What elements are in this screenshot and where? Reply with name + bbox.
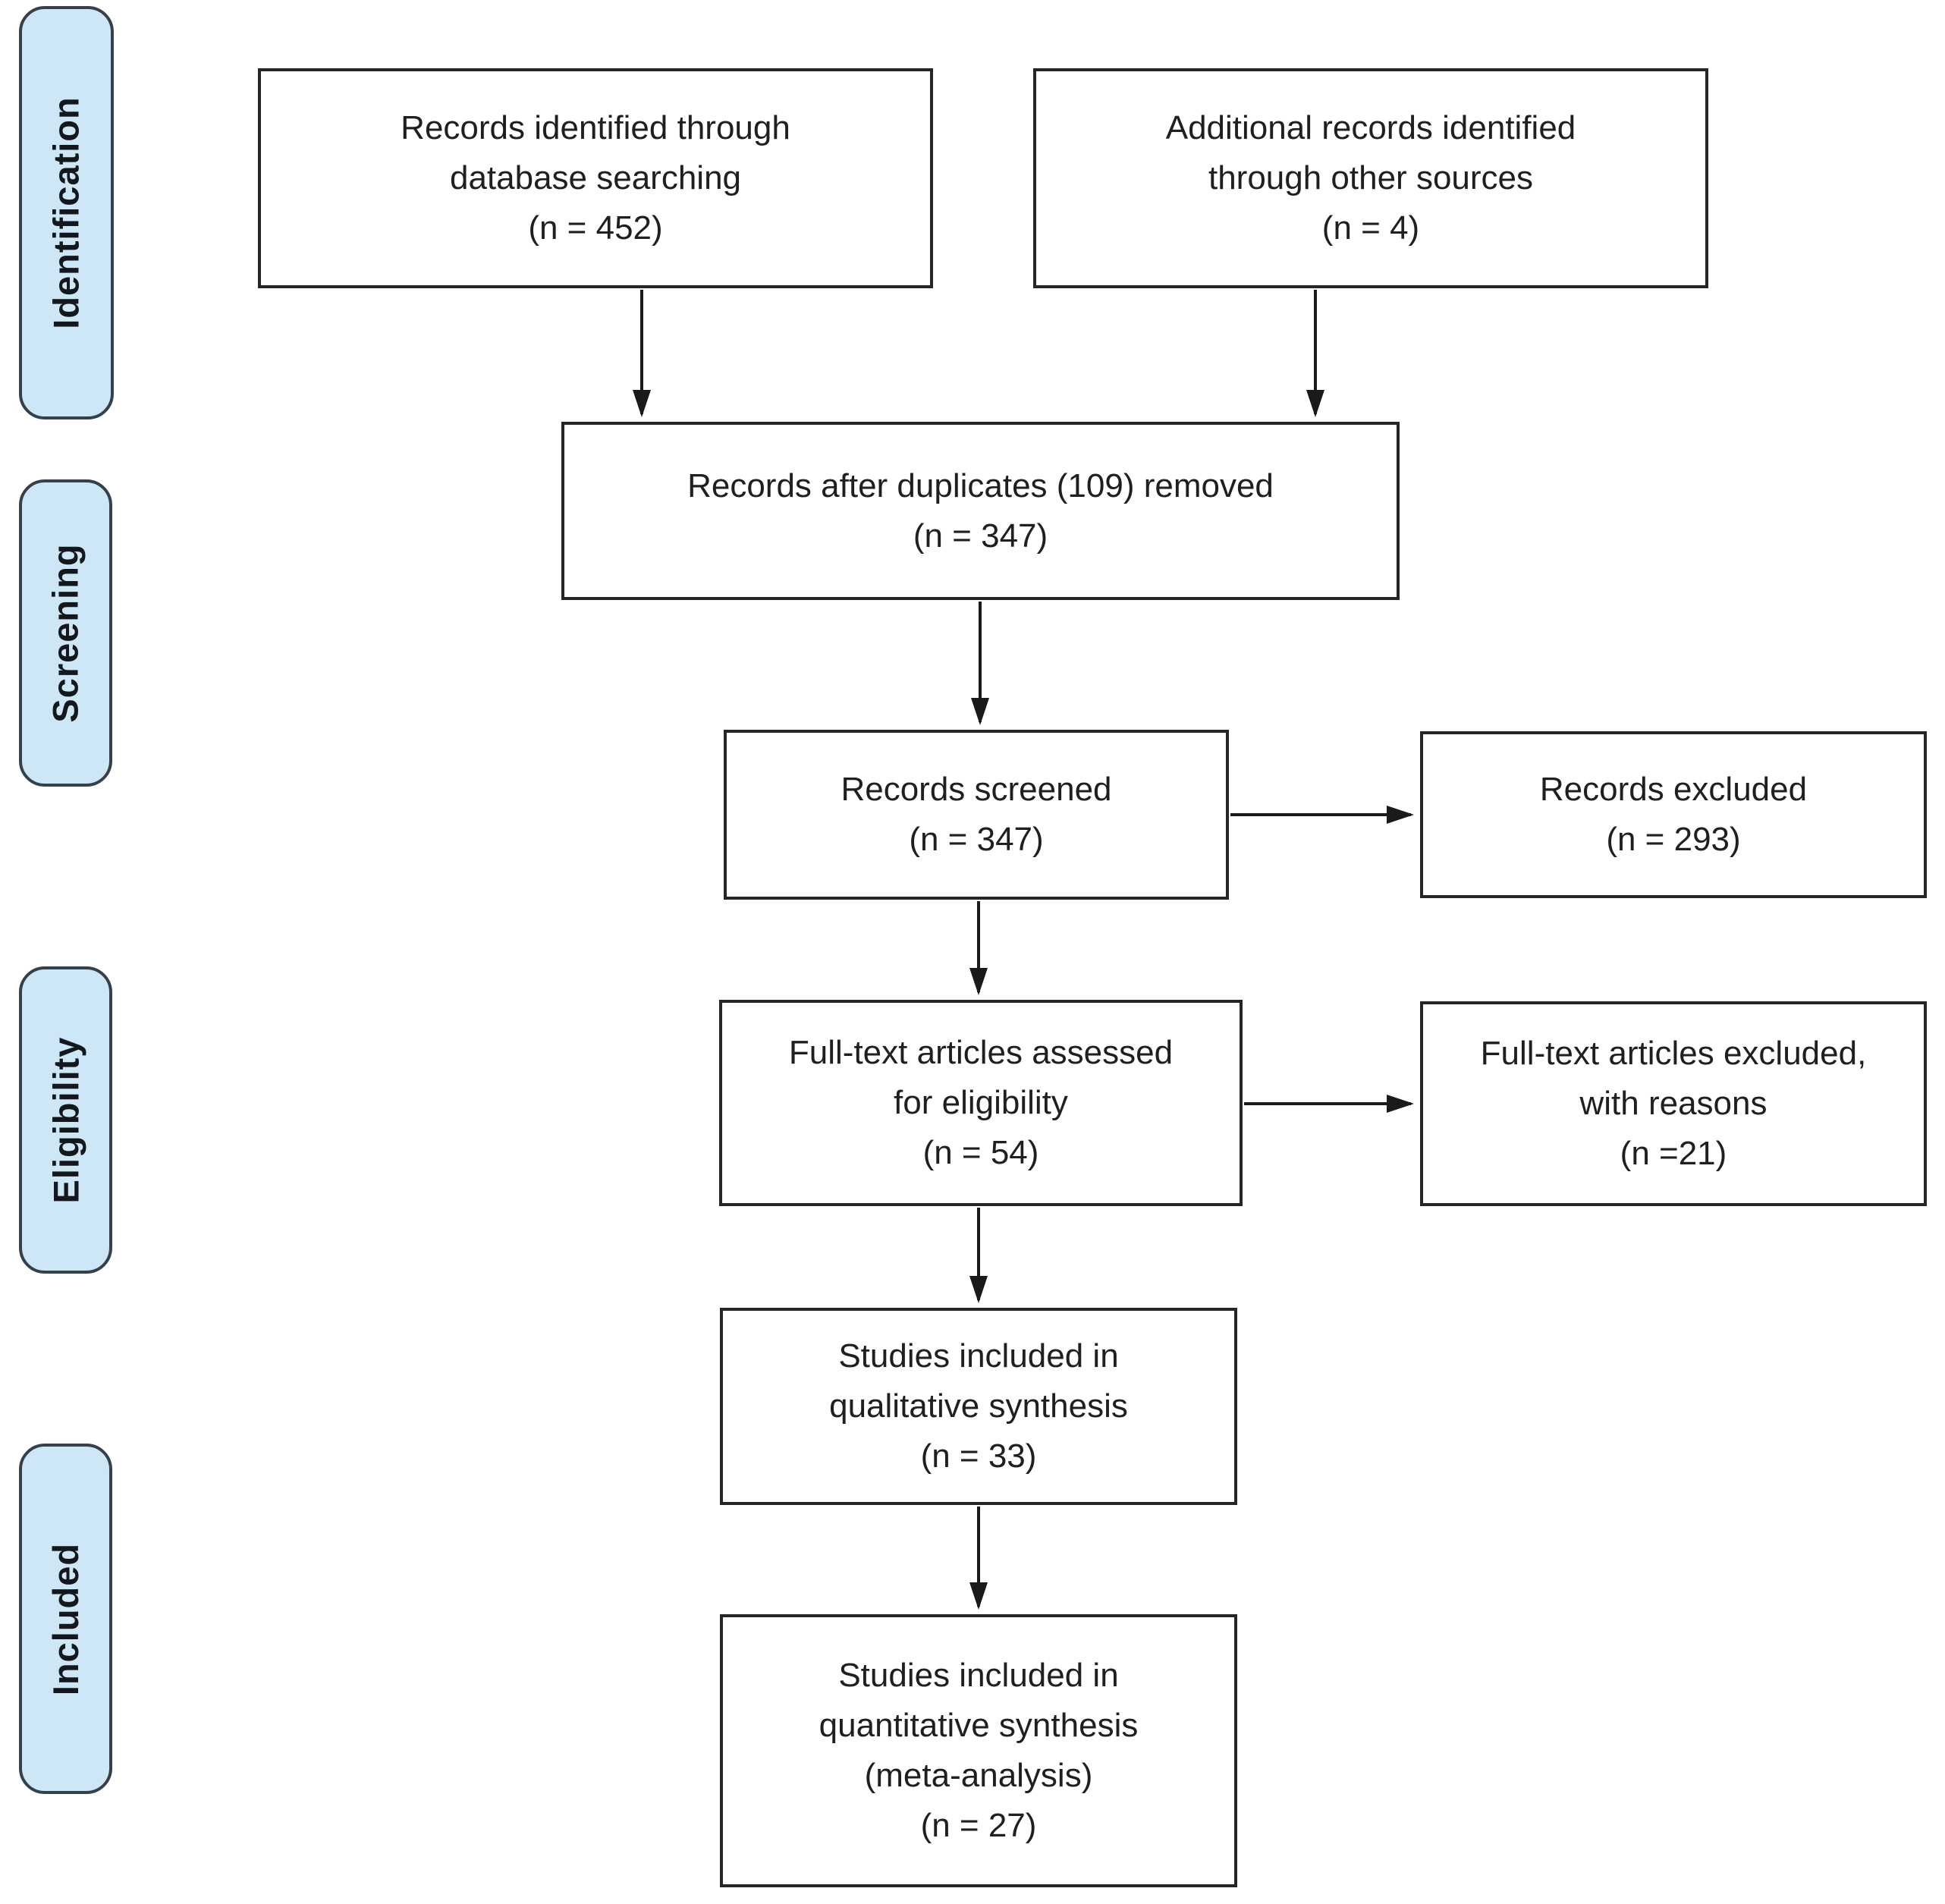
node-quantitative-synthesis: Studies included in quantitative synthes… [720, 1614, 1237, 1887]
stage-screening-label: Screening [46, 543, 86, 723]
node-quantitative-synthesis-count: (n = 27) [920, 1807, 1037, 1844]
node-additional-records-label: Additional records identified through ot… [1165, 109, 1576, 196]
stage-included: Included [19, 1444, 112, 1794]
node-records-excluded-count: (n = 293) [1606, 821, 1741, 858]
stage-identification-label: Identification [46, 96, 87, 329]
node-qualitative-synthesis-count: (n = 33) [920, 1437, 1037, 1475]
node-fulltext-excluded: Full-text articles excluded, with reason… [1420, 1001, 1927, 1206]
node-quantitative-synthesis-label: Studies included in quantitative synthes… [819, 1657, 1139, 1794]
node-fulltext-assessed: Full-text articles assessed for eligibil… [719, 1000, 1243, 1206]
stage-included-label: Included [46, 1542, 86, 1695]
node-fulltext-excluded-count: (n =21) [1620, 1135, 1727, 1172]
node-records-screened-count: (n = 347) [909, 821, 1044, 858]
stage-screening: Screening [19, 479, 112, 787]
node-additional-records-count: (n = 4) [1321, 209, 1420, 247]
stage-eligibility: Eligibility [19, 966, 112, 1274]
node-records-screened-label: Records screened [841, 771, 1112, 808]
node-fulltext-excluded-label: Full-text articles excluded, with reason… [1480, 1035, 1867, 1122]
node-records-excluded: Records excluded (n = 293) [1420, 731, 1927, 898]
node-records-identified-label: Records identified through database sear… [401, 109, 790, 196]
node-records-identified-count: (n = 452) [528, 209, 663, 247]
node-after-duplicates: Records after duplicates (109) removed (… [561, 422, 1400, 600]
node-records-identified: Records identified through database sear… [258, 68, 933, 288]
node-additional-records: Additional records identified through ot… [1033, 68, 1708, 288]
node-after-duplicates-label: Records after duplicates (109) removed [687, 467, 1274, 504]
node-qualitative-synthesis-label: Studies included in qualitative synthesi… [829, 1337, 1128, 1425]
stage-identification: Identification [19, 6, 114, 419]
node-records-screened: Records screened (n = 347) [724, 730, 1229, 900]
stage-eligibility-label: Eligibility [46, 1036, 86, 1204]
node-qualitative-synthesis: Studies included in qualitative synthesi… [720, 1308, 1237, 1505]
node-fulltext-assessed-count: (n = 54) [922, 1134, 1039, 1171]
node-fulltext-assessed-label: Full-text articles assessed for eligibil… [788, 1034, 1174, 1121]
node-after-duplicates-count: (n = 347) [913, 517, 1048, 555]
node-records-excluded-label: Records excluded [1539, 771, 1808, 808]
